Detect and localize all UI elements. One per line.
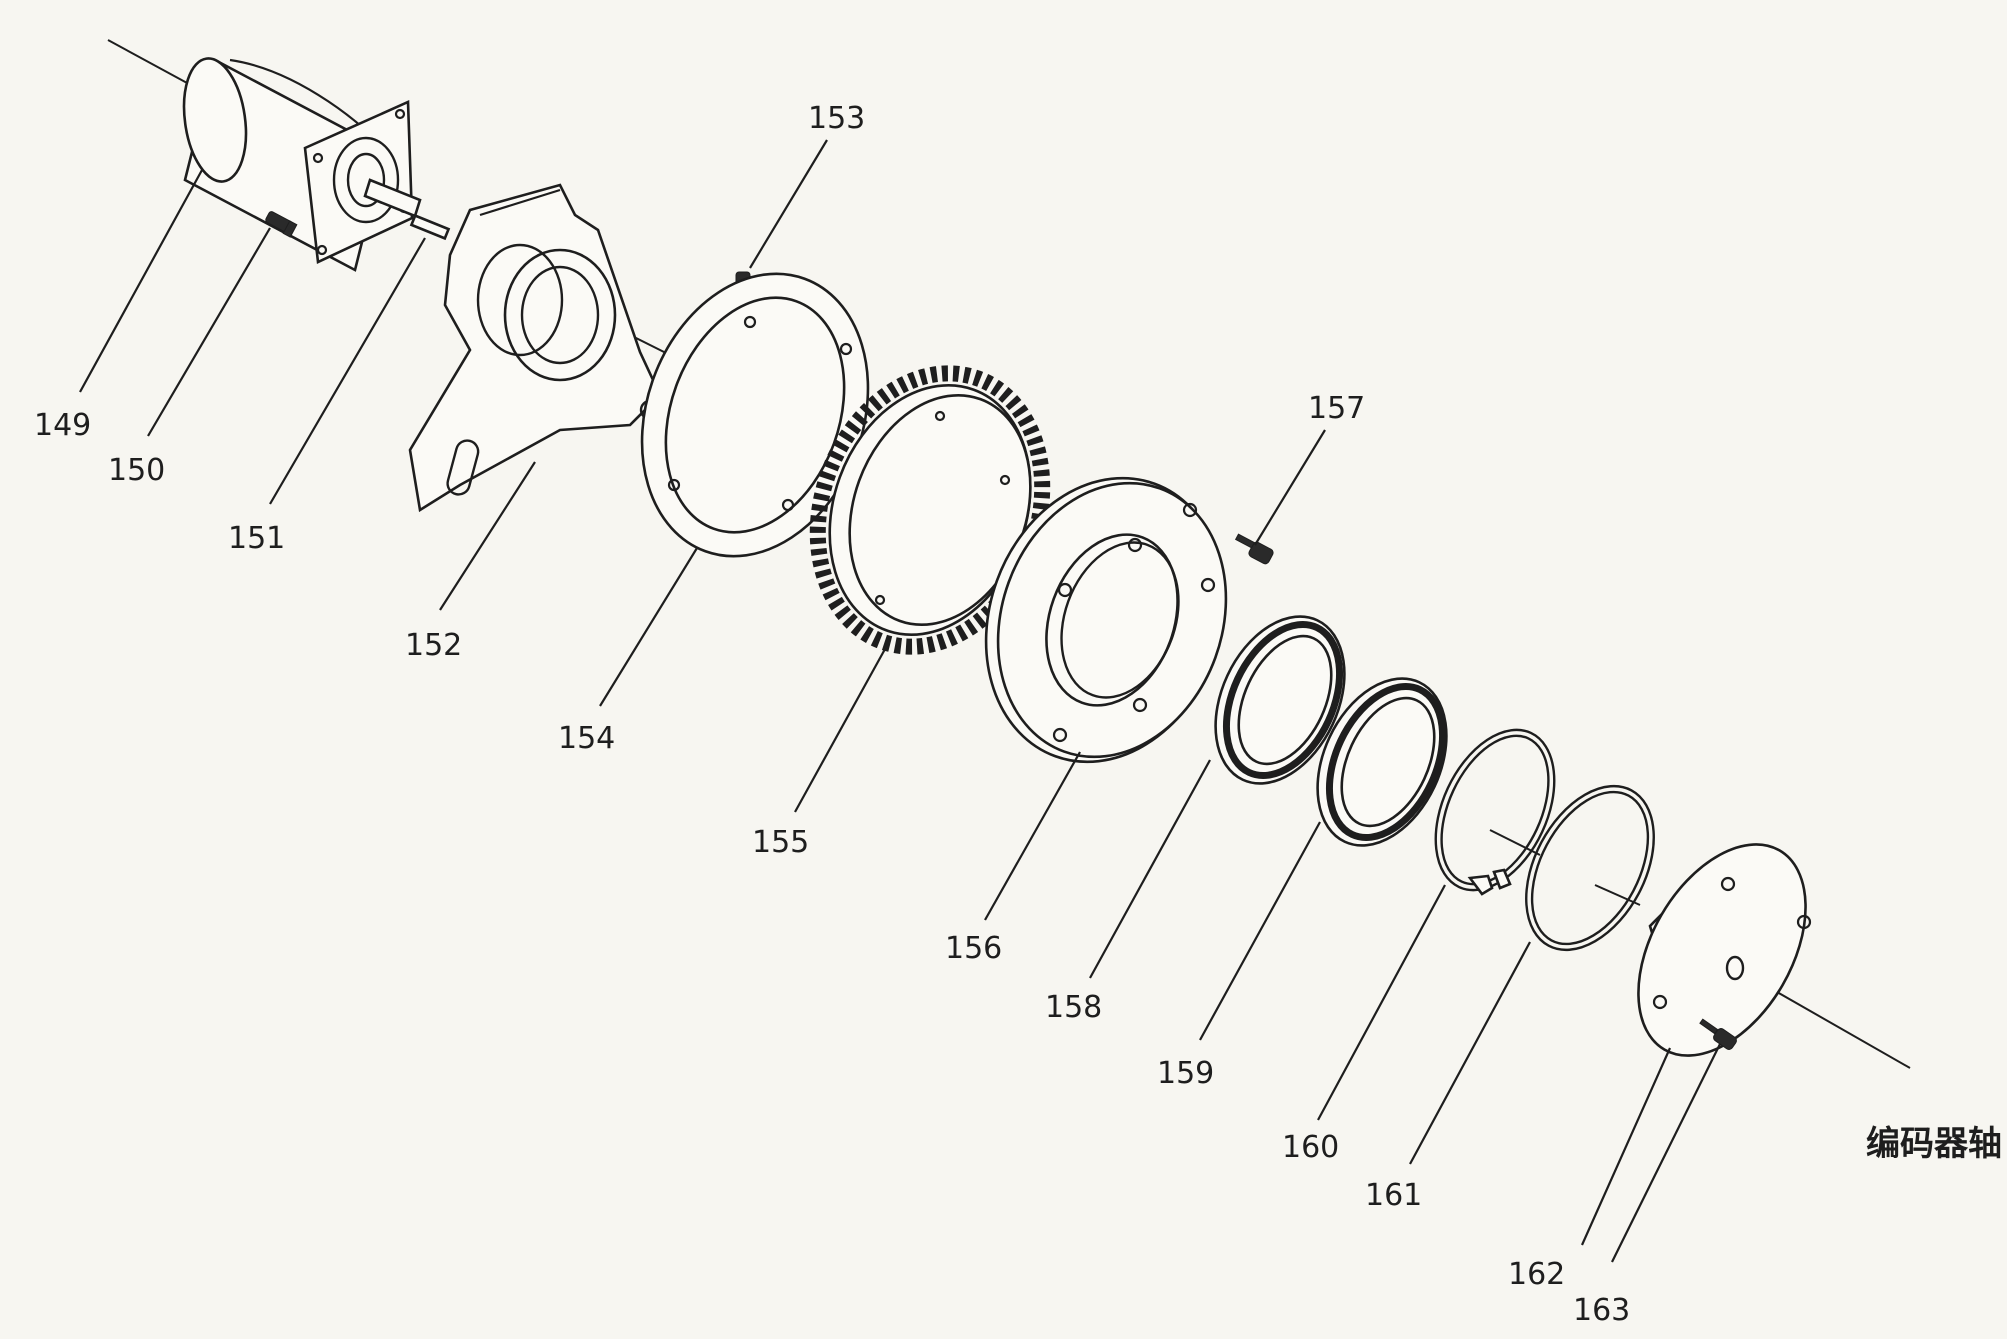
- label-150: 150: [108, 453, 165, 488]
- label-155: 155: [752, 825, 809, 860]
- part-150-screw: [265, 211, 298, 238]
- part-157-screw: [1234, 533, 1274, 565]
- part-158-seal: [1214, 615, 1346, 785]
- label-157: 157: [1308, 391, 1365, 426]
- part-152-bracket: [408, 183, 662, 513]
- label-161: 161: [1365, 1178, 1422, 1213]
- label-encoder-shaft: 编码器轴: [1866, 1124, 2002, 1164]
- part-159-seal: [1316, 677, 1448, 847]
- part-149-flange: [303, 100, 414, 264]
- label-158: 158: [1045, 990, 1102, 1025]
- label-154: 154: [558, 721, 615, 756]
- label-153: 153: [808, 101, 865, 136]
- part-162-end-cover: [1637, 843, 1812, 1057]
- label-156: 156: [945, 931, 1002, 966]
- part-156-flange-ring: [984, 476, 1228, 764]
- label-159: 159: [1157, 1056, 1214, 1091]
- label-160: 160: [1282, 1130, 1339, 1165]
- label-149: 149: [34, 408, 91, 443]
- part-labels: 149 150 151 152 153 154 155 156 157 158 …: [34, 101, 2002, 1328]
- label-162: 162: [1508, 1257, 1565, 1292]
- leader-lines: [79, 139, 1721, 1263]
- label-152: 152: [405, 628, 462, 663]
- part-160-circlip: [1434, 728, 1556, 896]
- part-151-shaft-key: [363, 178, 451, 241]
- label-151: 151: [228, 521, 285, 556]
- part-161-o-ring: [1525, 784, 1655, 952]
- label-163: 163: [1573, 1293, 1630, 1328]
- part-154-plate-ring: [640, 272, 870, 558]
- part-163-screw: [1699, 1018, 1737, 1050]
